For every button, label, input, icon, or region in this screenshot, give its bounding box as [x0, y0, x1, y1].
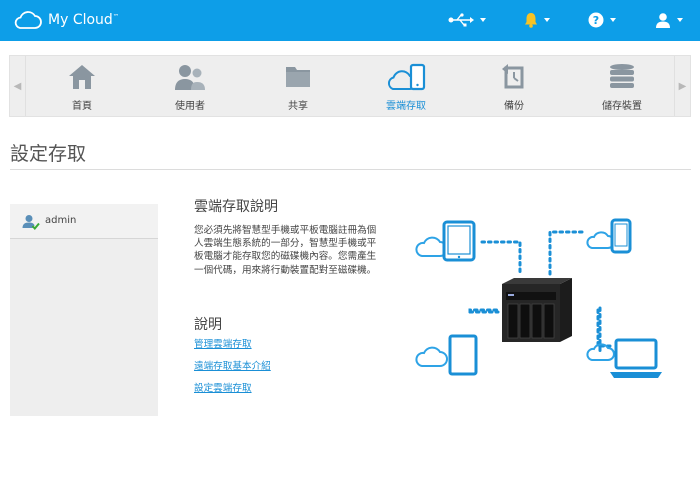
- nav-label: 儲存裝置: [602, 101, 642, 112]
- nas-device-icon: [502, 278, 572, 342]
- app-brand: My Cloud™: [48, 12, 119, 28]
- nav-item-storage[interactable]: 儲存裝置: [572, 56, 672, 116]
- svg-text:?: ?: [593, 14, 599, 27]
- chevron-down-icon: [480, 18, 486, 22]
- usb-menu[interactable]: [448, 8, 486, 32]
- nav-item-shares[interactable]: 共享: [248, 56, 348, 116]
- user-sidebar: admin: [10, 204, 158, 416]
- chevron-down-icon: [610, 18, 616, 22]
- notifications-menu[interactable]: [524, 8, 550, 32]
- cloud-access-diagram: [415, 218, 662, 378]
- bell-icon: [525, 13, 537, 28]
- home-icon: [69, 65, 95, 89]
- storage-icon: [610, 64, 634, 88]
- nav-label: 使用者: [175, 101, 205, 112]
- cloud-laptop-icon: [586, 338, 662, 378]
- cloud-access-description: 您必須先將智慧型手機或平板電腦註冊為個人雲端生態系統的一部分，智慧型手機或平板電…: [194, 225, 377, 276]
- chevron-down-icon: [677, 18, 683, 22]
- nav-item-home[interactable]: 首頁: [32, 56, 132, 116]
- nav-label: 備份: [504, 101, 524, 112]
- main-nav: ◀ 首頁 使用者 共享 雲端存取: [9, 55, 691, 117]
- divider: [10, 169, 691, 170]
- link-setup-cloud-access[interactable]: 設定雲端存取: [194, 383, 252, 394]
- chevron-down-icon: [544, 18, 550, 22]
- page-title: 設定存取: [10, 143, 87, 165]
- help-heading: 說明: [194, 317, 222, 333]
- cloud-tablet-icon: [415, 220, 476, 262]
- nav-scroll-left[interactable]: ◀: [10, 56, 26, 116]
- user-check-icon: [22, 215, 40, 230]
- nav-scroll-right[interactable]: ▶: [674, 56, 690, 116]
- cloud-tablet-icon: [415, 334, 478, 376]
- usb-icon: [448, 13, 474, 27]
- folder-icon: [286, 67, 310, 87]
- account-menu[interactable]: [655, 8, 683, 32]
- nav-item-cloud-access[interactable]: 雲端存取: [356, 56, 456, 116]
- link-remote-access-intro[interactable]: 遠端存取基本介紹: [194, 361, 271, 372]
- backup-icon: [502, 64, 524, 89]
- top-bar: My Cloud™ ?: [0, 0, 700, 41]
- cloud-logo-icon: [14, 11, 42, 29]
- cloud-device-icon: [387, 63, 426, 91]
- help-icon: ?: [588, 12, 604, 28]
- nav-item-users[interactable]: 使用者: [140, 56, 240, 116]
- nav-label: 首頁: [72, 101, 92, 112]
- link-manage-cloud-access[interactable]: 管理雲端存取: [194, 339, 252, 350]
- cloud-access-heading: 雲端存取說明: [194, 199, 278, 215]
- sidebar-user-admin[interactable]: admin: [10, 204, 158, 239]
- nav-item-backup[interactable]: 備份: [464, 56, 564, 116]
- help-menu[interactable]: ?: [588, 8, 616, 32]
- users-icon: [175, 65, 205, 90]
- cloud-phone-icon: [586, 218, 632, 254]
- nav-label: 共享: [288, 101, 308, 112]
- sidebar-user-name: admin: [45, 215, 77, 226]
- user-icon: [656, 13, 670, 28]
- nav-label: 雲端存取: [386, 101, 426, 112]
